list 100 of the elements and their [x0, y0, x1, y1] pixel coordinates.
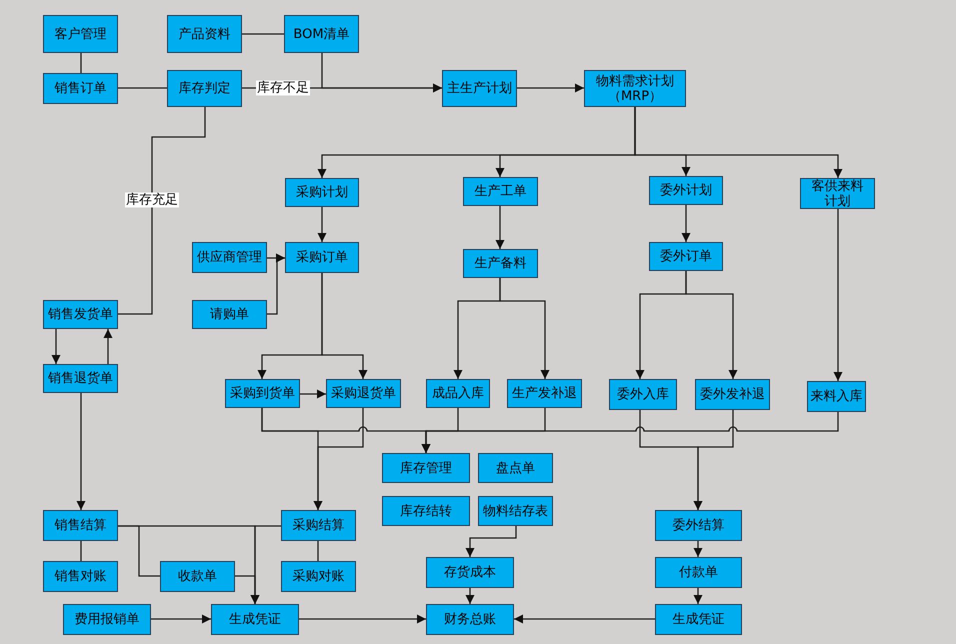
box-label: 生产发补退 [512, 386, 577, 401]
box-label: 采购计划 [296, 185, 348, 200]
process-box [285, 242, 359, 273]
process-box [382, 453, 470, 483]
box-label: 客户管理 [54, 26, 106, 42]
box-label: 客供来料计划 [810, 178, 864, 208]
process-box [807, 381, 866, 412]
process-box [167, 15, 242, 53]
process-box [442, 70, 517, 107]
box-label: 生产工单 [474, 184, 526, 199]
connector-arrow [235, 575, 260, 604]
process-box [43, 364, 118, 393]
process-box [584, 70, 686, 107]
box-label: 采购结算 [292, 518, 344, 533]
connector-arrow [318, 207, 326, 242]
connector-line [118, 87, 167, 89]
box-label: 生成凭证 [672, 612, 724, 627]
process-box [192, 300, 267, 329]
box-label: 库存判定 [178, 81, 230, 96]
process-box [463, 177, 538, 206]
process-box [649, 176, 723, 205]
process-box [463, 249, 538, 278]
process-box [655, 557, 742, 588]
process-box [211, 604, 299, 635]
connector-arrow [514, 614, 655, 624]
connector-arrow [104, 329, 112, 364]
connector-arrow [52, 329, 60, 364]
box-label: 委外订单 [660, 249, 712, 264]
box-label: 生成凭证 [229, 612, 281, 627]
process-box [800, 178, 875, 209]
process-box [43, 510, 118, 541]
process-box [382, 496, 470, 526]
connector-line [118, 107, 206, 315]
connector-line [242, 33, 284, 35]
connector-arrow [466, 588, 474, 604]
box-label: 盘点单 [496, 460, 535, 476]
connector-arrow [151, 614, 211, 624]
box-label: 销售订单 [54, 81, 106, 96]
box-label: 库存管理 [400, 460, 452, 476]
connector-arrow [300, 390, 326, 398]
process-box [160, 561, 235, 592]
process-box [167, 70, 242, 107]
edge-label: 库存不足 [256, 80, 310, 96]
box-label: 物料结存表 [483, 504, 548, 518]
box-label: 来料入库 [810, 389, 862, 404]
process-box [649, 242, 723, 271]
box-label: 销售对账 [54, 569, 106, 584]
process-box [655, 604, 742, 635]
process-box [285, 178, 359, 207]
box-label: 存货成本 [444, 565, 496, 580]
connector-line [80, 53, 82, 73]
connector-arrow [422, 412, 839, 453]
process-box [507, 379, 582, 408]
connector-arrow [321, 53, 442, 92]
box-label: 采购对账 [292, 569, 344, 584]
connector-arrow [76, 393, 86, 510]
box-label: 物料需求计划（MRP） [595, 74, 675, 104]
process-box [478, 496, 553, 526]
box-label: 委外结算 [672, 518, 724, 533]
connector-arrow [499, 278, 550, 379]
box-label: 费用报销单 [74, 612, 140, 627]
box-label: 委外入库 [617, 387, 669, 402]
connector-line [118, 525, 160, 577]
box-label: 请购单 [210, 307, 249, 322]
edge-label: 库存充足 [125, 192, 179, 208]
process-box [43, 73, 118, 104]
process-box [426, 379, 490, 408]
process-box [281, 510, 356, 541]
connector-arrow [694, 541, 702, 557]
connector-arrow [685, 271, 738, 379]
box-label: 销售发货单 [48, 307, 113, 322]
box-label: 收款单 [178, 569, 217, 584]
box-label: 委外计划 [660, 183, 712, 198]
connector-arrow [694, 410, 734, 510]
process-box [695, 379, 770, 410]
process-box [655, 510, 742, 541]
box-label: 采购退货单 [331, 386, 396, 401]
box-label: 财务总账 [444, 612, 496, 627]
connector-line [317, 541, 319, 561]
box-label: 采购到货单 [230, 386, 295, 401]
box-label: 供应商管理 [197, 250, 262, 265]
box-label: 采购订单 [296, 250, 348, 265]
connector-arrow [299, 614, 426, 624]
box-label: 产品资料 [178, 26, 230, 42]
process-box [478, 453, 553, 483]
process-box [192, 242, 267, 273]
process-box [281, 561, 356, 592]
connector-arrow [682, 205, 690, 242]
connector-arrow [314, 408, 364, 510]
connector-arrow [496, 206, 504, 249]
connector-line [80, 541, 82, 561]
connector-arrow [634, 107, 842, 178]
box-label: 销售退货单 [48, 371, 113, 386]
connector-arrow [321, 273, 368, 379]
process-box [43, 300, 118, 329]
process-box [43, 561, 118, 592]
connector-arrow [694, 588, 702, 604]
box-label: 成品入库 [432, 386, 484, 401]
process-box [426, 604, 514, 635]
process-box [609, 379, 677, 410]
